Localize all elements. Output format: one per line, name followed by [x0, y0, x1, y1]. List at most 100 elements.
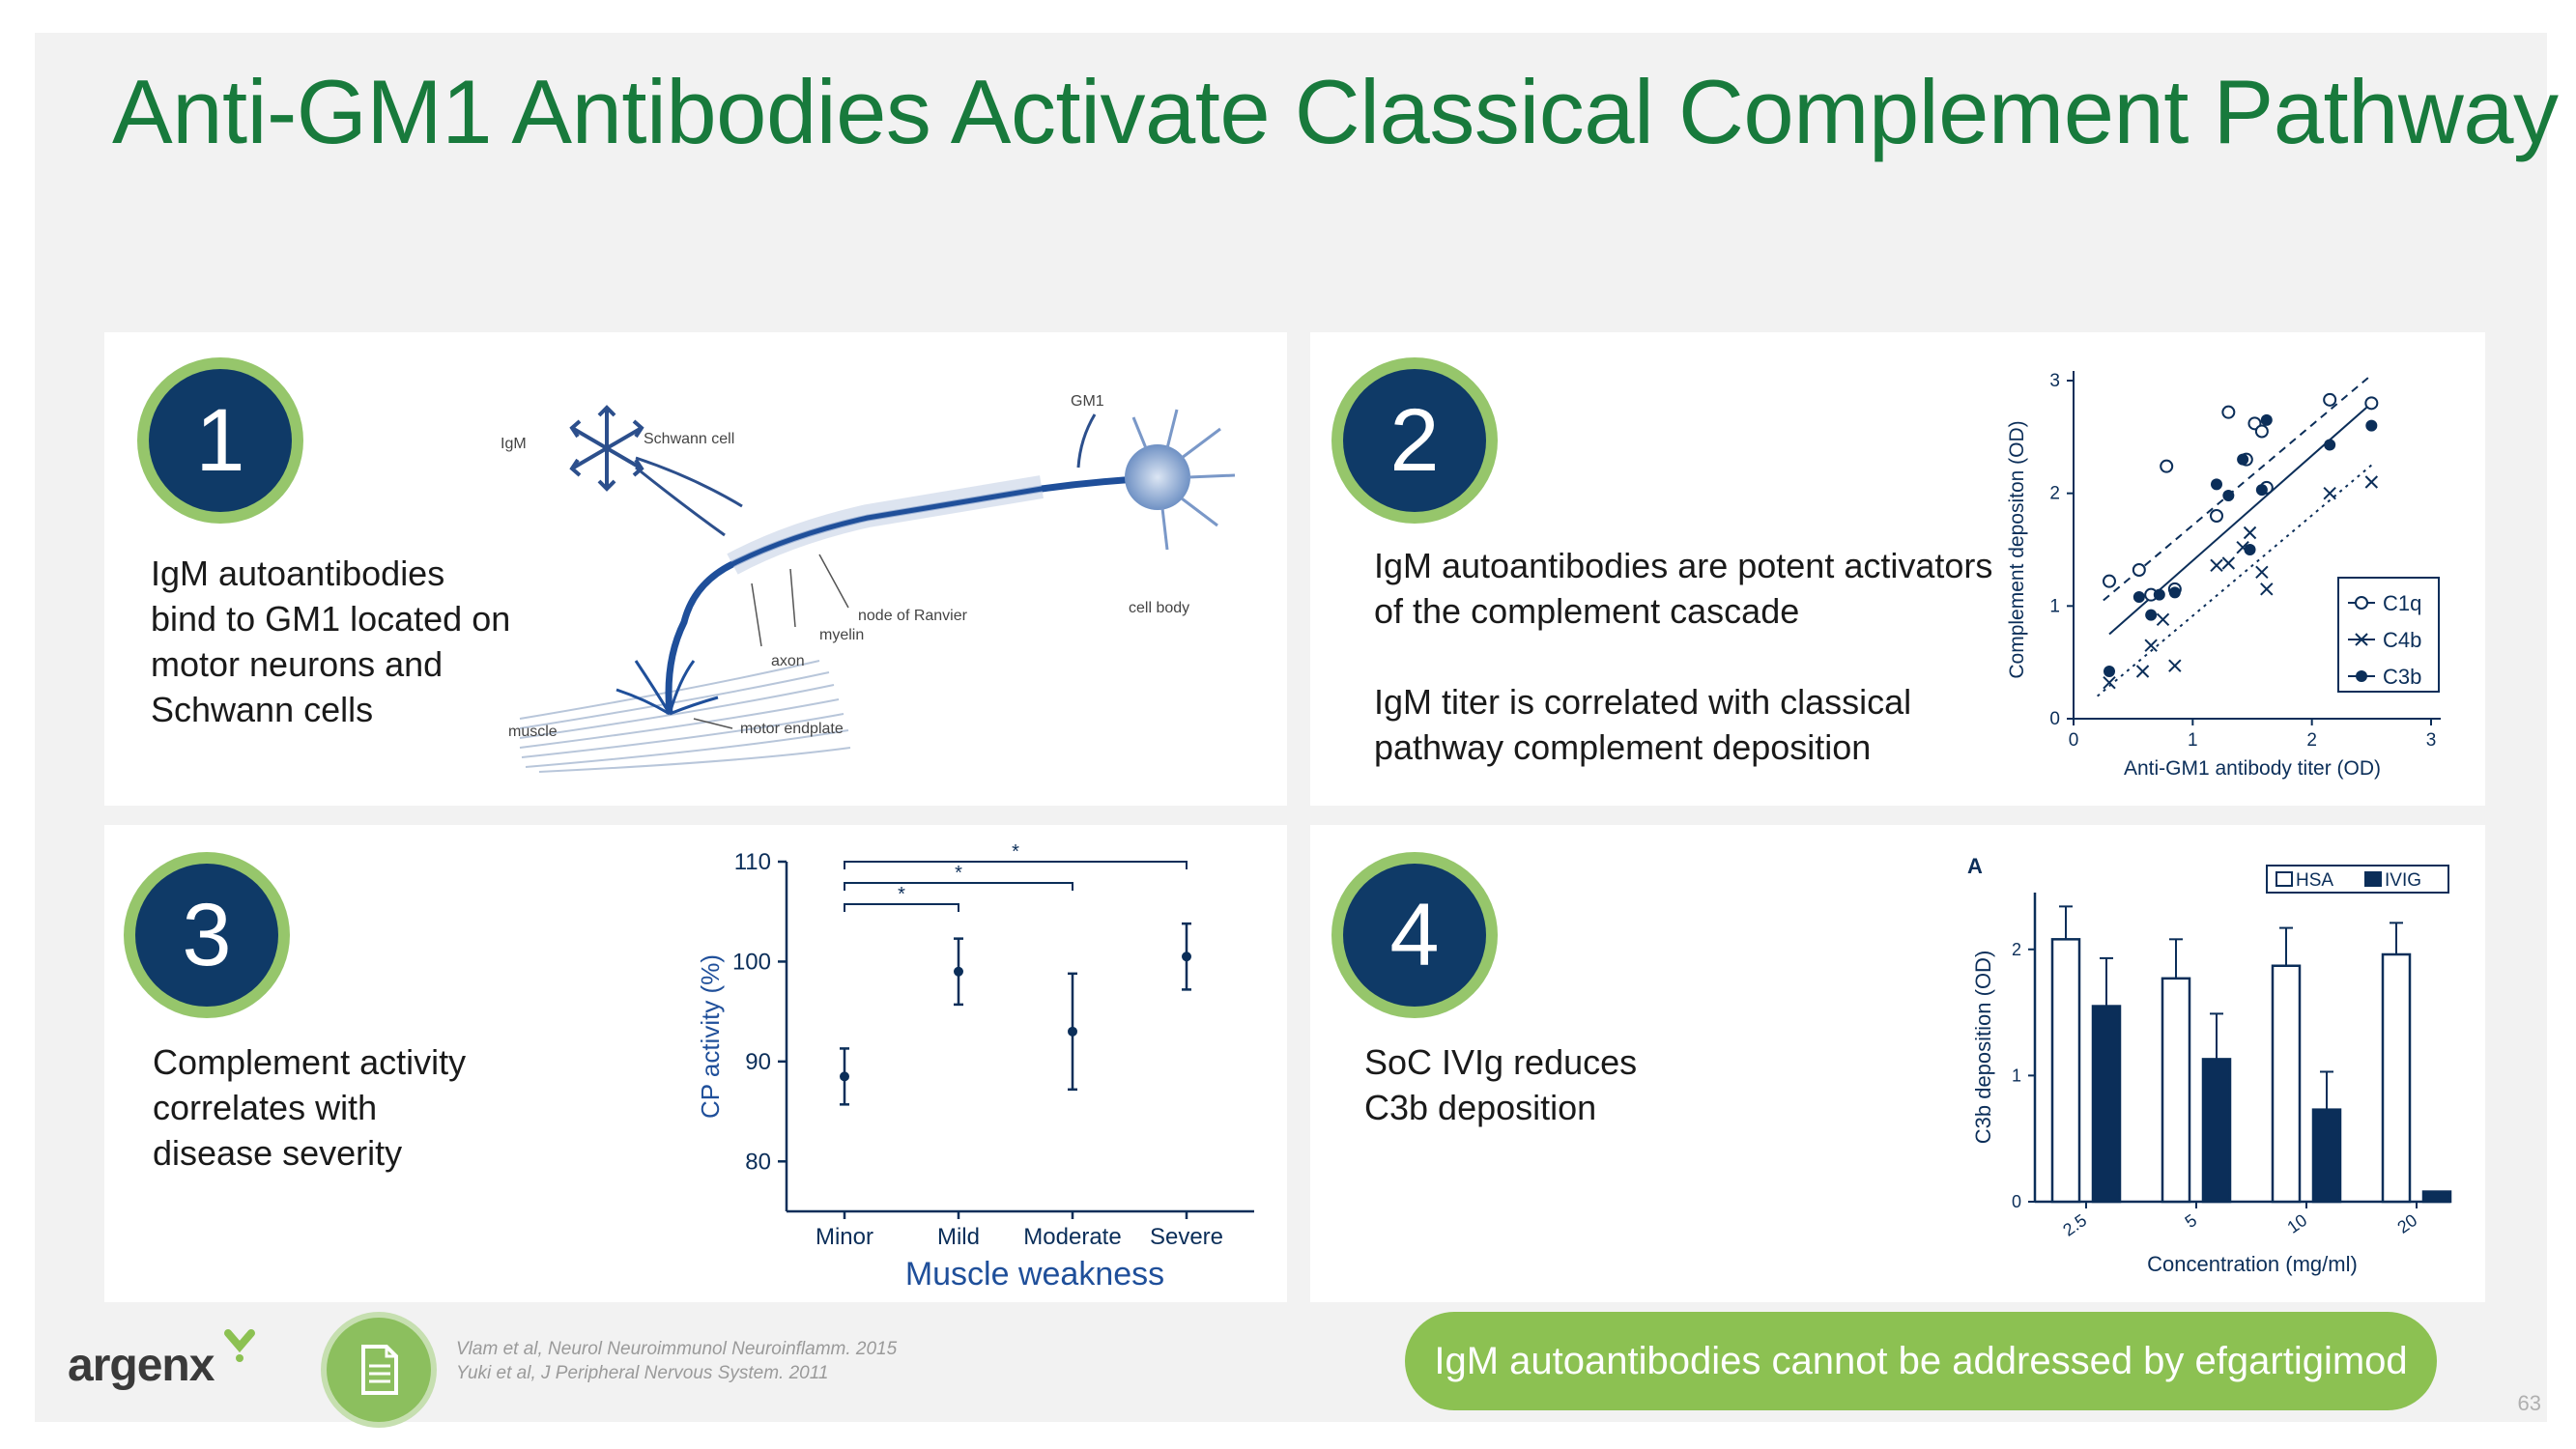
- label-igm: IgM: [501, 436, 527, 452]
- argenx-logo: argenx: [68, 1329, 265, 1392]
- y-tick-label: 0: [2049, 709, 2060, 729]
- legend-label: C3b: [2383, 665, 2421, 689]
- y-axis-label: C3b deposition (OD): [1971, 951, 1995, 1145]
- page-title: Anti-GM1 Antibodies Activate Classical C…: [112, 61, 2559, 162]
- point-c3b: [2237, 453, 2249, 466]
- text-line: disease severity: [153, 1133, 403, 1173]
- fit-line-c1q: [2103, 374, 2372, 602]
- significance-label: *: [1012, 844, 1019, 863]
- point-c4b: [2210, 558, 2223, 573]
- point-c3b: [2222, 490, 2235, 501]
- point-c1q: [2254, 424, 2269, 439]
- point-c4b: [2255, 565, 2269, 580]
- significance-bracket: [844, 903, 959, 912]
- point-c3b: [2145, 609, 2158, 621]
- panel-3: 3 Complement activity correlates with di…: [104, 825, 1287, 1302]
- text-line: of the complement cascade: [1374, 591, 1800, 631]
- panel-1: 1 IgM autoantibodies bind to GM1 located…: [104, 332, 1287, 806]
- step-badge-2: 2: [1331, 357, 1498, 524]
- significance-bracket: [844, 861, 1188, 869]
- x-axis-label: Anti-GM1 antibody titer (OD): [2124, 757, 2381, 780]
- label-muscle: muscle: [508, 724, 558, 740]
- point-c3b: [2211, 478, 2222, 491]
- bar-ivig: [2421, 1190, 2452, 1204]
- legend-marker-c4b: [2355, 633, 2368, 646]
- x-tick-label: 10: [2283, 1210, 2310, 1237]
- text-line: [1374, 634, 1992, 679]
- y-tick-label: 2: [2049, 484, 2060, 504]
- point-c1q: [2221, 405, 2236, 419]
- y-tick-label: 80: [745, 1149, 771, 1175]
- key-message-callout: IgM autoantibodies cannot be addressed b…: [1405, 1312, 2437, 1410]
- page-number: 63: [2517, 1391, 2541, 1415]
- legend-label: IVIG: [2385, 870, 2421, 891]
- reference-line: Yuki et al, J Peripheral Nervous System.…: [456, 1363, 829, 1383]
- y-tick-label: 1: [2012, 1065, 2021, 1085]
- references: Vlam et al, Neurol Neuroimmunol Neuroinf…: [456, 1337, 897, 1385]
- step-number: 2: [1343, 369, 1486, 512]
- step-badge-3: 3: [124, 852, 290, 1018]
- text-line: IgM titer is correlated with classical: [1374, 682, 1912, 722]
- label-cell-body: cell body: [1129, 600, 1189, 616]
- logo-text: argenx: [68, 1340, 215, 1391]
- point-c4b: [2168, 659, 2182, 672]
- point-c1q: [2132, 563, 2146, 577]
- bar-hsa: [2381, 952, 2412, 1204]
- step-badge-4: 4: [1331, 852, 1498, 1018]
- point-c3b: [2365, 419, 2378, 432]
- significance-label: *: [898, 884, 905, 905]
- x-tick-label: Moderate: [1023, 1224, 1121, 1250]
- y-axis-label: CP activity (%): [696, 954, 725, 1119]
- point-c1q: [2160, 459, 2174, 473]
- point-c3b: [2168, 586, 2181, 599]
- legend-box: [2337, 577, 2440, 693]
- panel-3-text: Complement activity correlates with dise…: [153, 1039, 466, 1176]
- step-badge-1: 1: [137, 357, 303, 524]
- point-c1q: [2364, 396, 2379, 411]
- significance-label: *: [955, 863, 962, 884]
- muscle-illustration: [519, 660, 851, 773]
- panel-1-text: IgM autoantibodies bind to GM1 located o…: [151, 551, 510, 732]
- x-tick-label: Mild: [937, 1224, 980, 1250]
- label-myelin: myelin: [819, 627, 864, 643]
- point-c3b: [2132, 591, 2145, 603]
- step-number: 3: [135, 864, 278, 1007]
- point-c4b: [2364, 475, 2379, 489]
- bar-ivig: [2311, 1108, 2342, 1204]
- point-c4b: [2135, 665, 2150, 678]
- point-c4b: [2103, 675, 2116, 690]
- x-tick-label: 2.5: [2059, 1210, 2090, 1240]
- x-tick-label: 0: [2069, 730, 2079, 751]
- x-tick-label: 1: [2188, 730, 2198, 751]
- y-tick-label: 100: [732, 949, 771, 975]
- x-tick-label: 5: [2182, 1210, 2201, 1232]
- slide: Anti-GM1 Antibodies Activate Classical C…: [35, 33, 2559, 1422]
- label-motor-endplate: motor endplate: [740, 721, 844, 737]
- point-c3b: [2255, 484, 2268, 497]
- text-line: SoC IVIg reduces: [1364, 1042, 1638, 1082]
- step-number: 1: [149, 369, 292, 512]
- x-tick-label: 2: [2306, 730, 2317, 751]
- data-point: [1182, 952, 1191, 962]
- y-tick-label: 2: [2012, 940, 2021, 959]
- bar-ivig: [2201, 1058, 2232, 1204]
- point-c3b: [2153, 588, 2165, 601]
- bar-hsa: [2050, 938, 2081, 1204]
- point-c4b: [2144, 639, 2158, 652]
- point-c4b: [2260, 582, 2274, 596]
- significance-bracket: [844, 882, 1073, 891]
- document-icon: [361, 1345, 398, 1395]
- y-tick-label: 3: [2049, 371, 2060, 391]
- text-line: correlates with: [153, 1088, 378, 1127]
- panel-label: A: [1967, 854, 1983, 878]
- text-line: IgM autoantibodies are potent activators: [1374, 546, 1993, 585]
- data-point: [1068, 1026, 1077, 1037]
- y-tick-label: 90: [745, 1049, 771, 1075]
- label-gm1: GM1: [1071, 393, 1104, 410]
- bar-ivig: [2091, 1005, 2122, 1204]
- point-c1q: [2103, 574, 2116, 588]
- text-line: Complement activity: [153, 1042, 467, 1082]
- point-c3b: [2104, 666, 2115, 677]
